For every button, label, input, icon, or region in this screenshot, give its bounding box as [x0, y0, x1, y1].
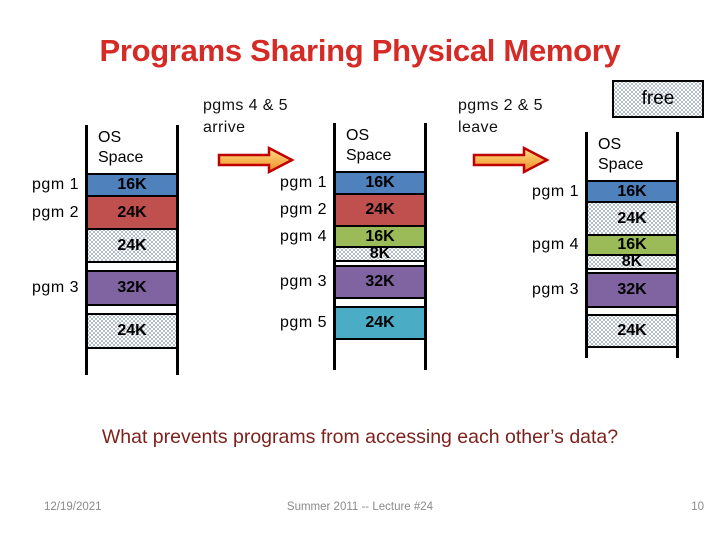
block-size-label: 24K [365, 201, 395, 218]
slide-title: Programs Sharing Physical Memory [99, 33, 621, 68]
program-memory-block: 16K pgm 1 [532, 180, 676, 203]
block-size-label: 16K [617, 182, 647, 200]
block-size-label: 32K [617, 280, 647, 298]
program-label: pgm 2 [280, 201, 327, 218]
program-memory-block: 24K pgm 2 [280, 192, 424, 228]
free-legend-label: free [641, 88, 675, 109]
block-size-label: 24K [117, 322, 147, 339]
program-label: pgm 3 [532, 280, 579, 298]
program-memory-block: 16K pgm 1 [32, 173, 176, 197]
transition-arrive: pgms 4 & 5 arrive [203, 95, 295, 175]
arrow-right-icon [472, 145, 550, 175]
program-label: pgm 1 [280, 174, 327, 191]
free-memory-block: 24K [88, 228, 176, 263]
program-memory-block: 16K pgm 1 [280, 171, 424, 195]
program-label: pgm 1 [532, 182, 579, 200]
block-size-label: 16K [365, 227, 395, 245]
block-size-label: 8K [369, 244, 391, 262]
block-size-label: 16K [365, 174, 395, 191]
footer-page-number: 10 [691, 501, 704, 513]
free-memory-block: 24K [588, 313, 676, 348]
block-size-label: 24K [617, 209, 647, 227]
block-size-label: 16K [617, 236, 647, 253]
program-label: pgm 4 [280, 227, 327, 245]
program-memory-block: 24K pgm 2 [32, 194, 176, 231]
free-memory-block: 8K [336, 244, 424, 262]
transition-arrive-line2: arrive [203, 119, 246, 136]
free-memory-block: 24K [88, 313, 176, 349]
block-size-label: 32K [365, 272, 395, 290]
transition-arrive-line1: pgms 4 & 5 [203, 97, 288, 114]
block-size-label: 32K [117, 279, 147, 296]
transition-leave-line2: leave [458, 119, 499, 136]
program-label: pgm 4 [532, 236, 579, 253]
arrow-right-icon [217, 145, 295, 175]
block-size-label: 24K [617, 321, 647, 339]
free-legend-box: free [612, 80, 704, 118]
program-memory-block: 32K pgm 3 [532, 271, 676, 308]
footer-date: 12/19/2021 [44, 501, 102, 513]
program-label: pgm 3 [280, 272, 327, 290]
program-label: pgm 2 [32, 203, 79, 221]
program-label: pgm 3 [32, 279, 79, 296]
slide-question: What prevents programs from accessing ea… [101, 426, 619, 448]
program-memory-block: 32K pgm 3 [280, 264, 424, 299]
program-memory-block: 24K pgm 5 [280, 305, 424, 340]
program-label: pgm 5 [280, 313, 327, 331]
transition-leave-line1: pgms 2 & 5 [458, 97, 543, 114]
free-memory-block: 8K [588, 252, 676, 270]
program-memory-block: 32K pgm 3 [32, 270, 176, 306]
program-label: pgm 1 [32, 176, 79, 193]
free-memory-block: 24K [588, 200, 676, 237]
block-size-label: 8K [621, 252, 643, 270]
block-size-label: 16K [117, 176, 147, 193]
block-size-label: 24K [117, 236, 147, 254]
footer-lecture-label: Summer 2011 -- Lecture #24 [286, 501, 434, 513]
block-size-label: 24K [117, 203, 147, 221]
block-size-label: 24K [365, 313, 395, 331]
transition-leave: pgms 2 & 5 leave [458, 95, 550, 175]
